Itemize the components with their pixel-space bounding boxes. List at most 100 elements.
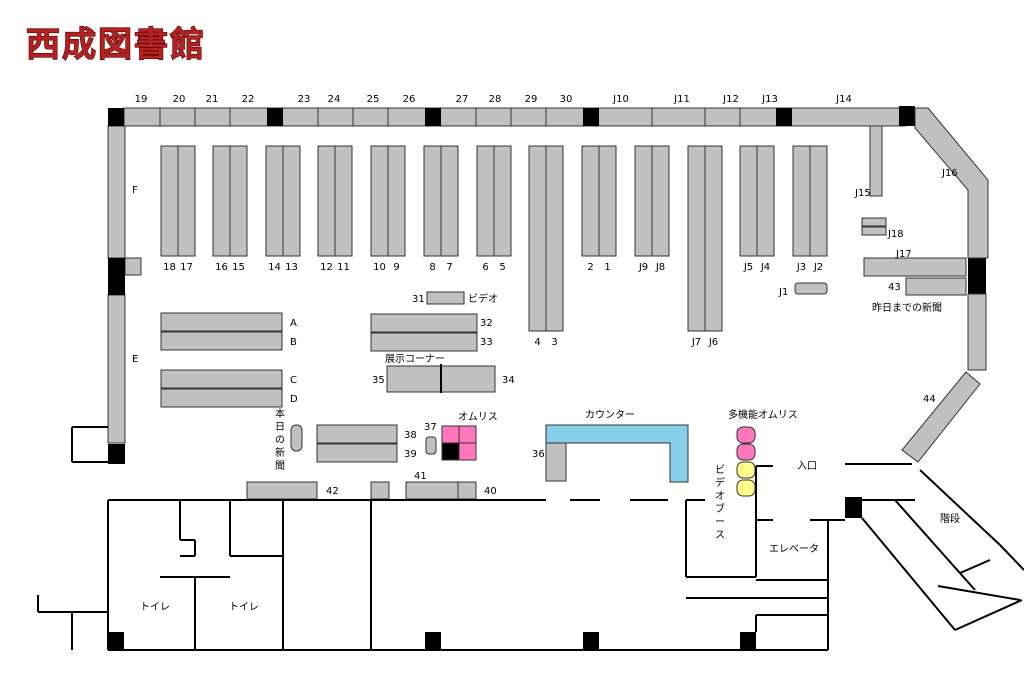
video-booth-char: ス (715, 530, 725, 541)
multi-omulis-terminal (736, 443, 756, 461)
pillar (968, 258, 986, 294)
top-shelf-label: J10 (612, 94, 629, 105)
label-35: 35 (372, 375, 385, 386)
bookshelf-7 (440, 145, 459, 257)
label-video-booth: ビ デ オ ブ ー ス (715, 464, 725, 541)
pillar (425, 632, 441, 650)
bookshelf-label: J6 (708, 337, 718, 348)
pillar (583, 108, 599, 126)
video-booth-seat (736, 461, 756, 479)
label-exhibit: 展示コーナー (385, 353, 445, 365)
label-42: 42 (326, 486, 339, 497)
bookshelf-label: J5 (743, 262, 753, 273)
label-40: 40 (484, 486, 497, 497)
label-j17: J17 (895, 249, 912, 260)
label-38: 38 (404, 430, 417, 441)
shelf-right-lower (967, 293, 987, 371)
omulis-terminal (458, 425, 477, 444)
top-shelf-label: 27 (456, 94, 469, 105)
bookshelf-12 (317, 145, 336, 257)
label-j16: J16 (941, 168, 958, 179)
bookshelf-label: J9 (638, 262, 648, 273)
bookshelf-J7 (687, 145, 706, 332)
bookshelf-label: 11 (337, 262, 350, 273)
pillar (776, 108, 792, 126)
top-shelf-label: 19 (135, 94, 148, 105)
label-stairs: 階段 (940, 512, 960, 525)
top-shelf-label: J12 (722, 94, 739, 105)
omulis-pillar (441, 442, 460, 461)
video-booth-char: デ (715, 476, 725, 489)
wall (894, 499, 976, 591)
shelf-d (160, 388, 283, 408)
bookshelf-label: 10 (373, 262, 386, 273)
today-news-char: 日 (275, 422, 285, 433)
label-c: C (290, 375, 297, 386)
bookshelf-17 (177, 145, 196, 257)
pillar (740, 632, 756, 650)
bookshelf-J3 (792, 145, 811, 257)
bookshelf-label: 12 (320, 262, 333, 273)
bookshelf-8 (423, 145, 442, 257)
shelf-37 (425, 436, 437, 455)
library-title: 西成図書館 (26, 25, 206, 65)
label-d: D (290, 394, 298, 405)
label-multi-omulis: 多機能オムリス (728, 408, 798, 421)
bookshelf-J8 (651, 145, 670, 257)
top-shelf-label: 22 (242, 94, 255, 105)
pillars (108, 106, 986, 650)
video-booth-char: オ (715, 490, 725, 502)
label-36: 36 (532, 449, 545, 460)
top-shelf-label: 28 (489, 94, 502, 105)
top-shelf-label: 26 (403, 94, 416, 105)
label-39: 39 (404, 449, 417, 460)
bookshelf-label: 16 (215, 262, 228, 273)
bookshelf-18 (160, 145, 179, 257)
bookshelf-11 (334, 145, 353, 257)
bookshelf-label: J8 (655, 262, 665, 273)
bookshelf-2 (581, 145, 600, 257)
label-31: 31 (412, 294, 425, 305)
omulis-terminal (441, 425, 460, 444)
today-news-char: の (275, 435, 285, 446)
label-43: 43 (888, 282, 901, 293)
label-41: 41 (414, 471, 427, 482)
bookshelf-label: 5 (499, 262, 505, 273)
walls (37, 426, 1024, 651)
label-34: 34 (502, 375, 515, 386)
video-booth-char: ー (715, 517, 725, 528)
wall (999, 544, 1024, 571)
bookshelf-1 (598, 145, 617, 257)
shelf-43 (905, 277, 967, 296)
bookshelf-label: 3 (551, 337, 557, 348)
shelf-32 (370, 313, 478, 333)
label-omulis: オムリス (458, 411, 498, 423)
bookshelf-5 (493, 145, 512, 257)
label-44: 44 (923, 394, 936, 405)
bookshelf-label: 7 (446, 262, 452, 273)
bookshelf-label: J3 (796, 262, 806, 273)
pillar (425, 108, 441, 126)
top-shelf-label: 29 (525, 94, 538, 105)
top-shelf-label: 30 (560, 94, 573, 105)
bookshelf-label: 8 (429, 262, 435, 273)
bookshelf-3 (545, 145, 564, 332)
bookshelf-label: 15 (232, 262, 245, 273)
bookshelf-16 (212, 145, 231, 257)
label-37: 37 (424, 422, 437, 433)
label-33: 33 (480, 337, 493, 348)
bookshelf-label: 13 (285, 262, 298, 273)
label-a: A (290, 318, 297, 329)
label-j15: J15 (854, 188, 871, 199)
label-counter: カウンター (585, 409, 635, 421)
omulis-terminal (458, 442, 477, 461)
label-j18: J18 (887, 229, 904, 240)
wall (937, 585, 1021, 601)
shelf-36 (545, 442, 567, 482)
bookshelf-label: 17 (180, 262, 193, 273)
pillar (108, 444, 125, 464)
bookshelf-9 (387, 145, 406, 257)
wall (959, 559, 991, 574)
label-b: B (290, 337, 297, 348)
